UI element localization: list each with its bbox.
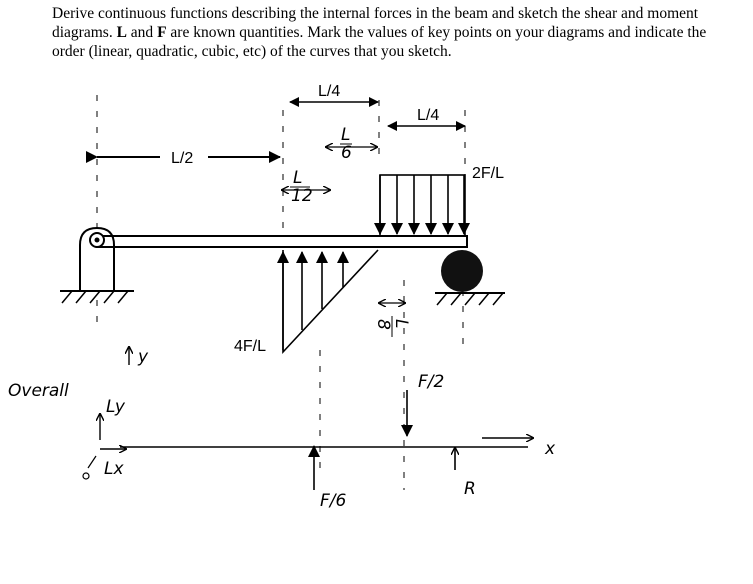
- dim-l12-num: L: [293, 168, 302, 188]
- beam: [96, 235, 468, 248]
- uniform-load: 2F/L: [374, 165, 504, 238]
- r-label: R: [464, 479, 476, 499]
- roller-circle: [441, 250, 483, 292]
- dim-l6-num: L: [341, 125, 350, 145]
- problem-bold-f: F: [157, 24, 167, 41]
- overall-label: Overall: [8, 381, 69, 401]
- pin-support: [60, 226, 134, 304]
- dim-l6-den: 6: [341, 143, 352, 163]
- dim-l8-den: 8: [373, 319, 393, 330]
- triangular-load-label: 4F/L: [234, 338, 266, 355]
- f-six-label: F/6: [320, 491, 347, 511]
- y-axis-label: y: [137, 347, 149, 367]
- dim-l6: L 6: [326, 125, 377, 163]
- dim-half: L/2: [86, 150, 281, 167]
- dim-quarter-right-label: L/4: [417, 107, 439, 124]
- dim-half-label: L/2: [171, 150, 193, 167]
- dim-quarter-left-label: L/4: [318, 83, 340, 100]
- dim-l12-den: 12: [291, 186, 313, 206]
- ly-label: Ly: [106, 397, 126, 417]
- dim-l8: L 8: [373, 303, 411, 337]
- lx-label: Lx: [104, 459, 124, 479]
- dim-quarter-left: L/4: [289, 83, 379, 107]
- reference-lines: [96, 95, 466, 490]
- problem-text-and: and: [126, 24, 158, 41]
- triangular-load: 4F/L: [234, 249, 379, 355]
- problem-bold-l: L: [116, 24, 127, 41]
- roller-support: [435, 250, 505, 306]
- dim-l8-num: L: [391, 319, 411, 328]
- problem-text-2: are known quantities. Mark the values of…: [52, 24, 707, 60]
- free-body-diagram: y Overall Ly Lx x F/2 F/6 R: [8, 347, 556, 511]
- problem-text-1: Derive continuous functions describing t…: [52, 5, 699, 41]
- dim-quarter-right: L/4: [387, 107, 466, 131]
- dim-l12: L 12: [282, 168, 330, 206]
- uniform-load-label: 2F/L: [472, 165, 504, 182]
- f-half-label: F/2: [418, 372, 444, 392]
- problem-statement: Derive continuous functions describing t…: [52, 4, 742, 61]
- x-axis-label: x: [544, 439, 556, 459]
